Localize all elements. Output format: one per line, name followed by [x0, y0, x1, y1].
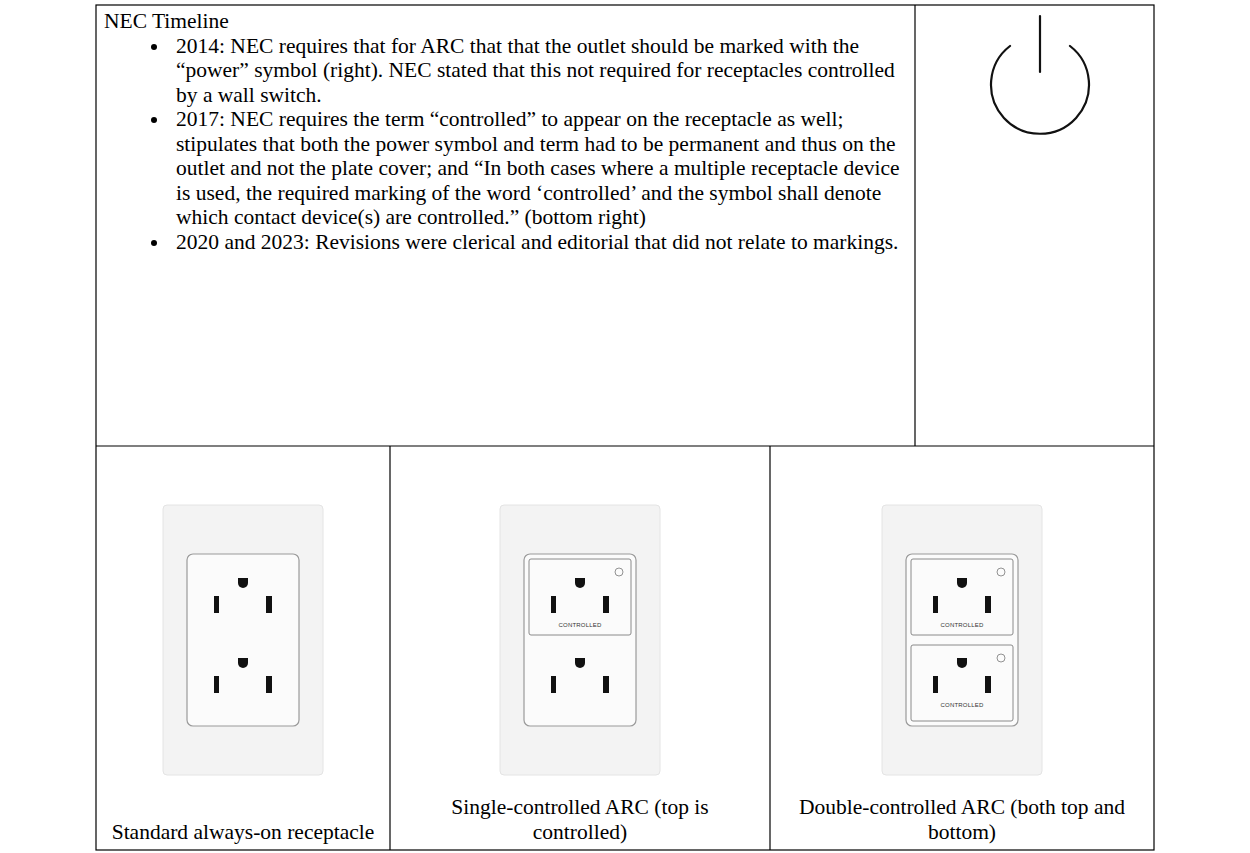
timeline-cell: NEC Timeline2014: NEC requires that for …	[96, 5, 915, 446]
receptacle-marking: CONTROLLED	[940, 702, 983, 708]
caption-cell: Double-controlled ARC (both top and bott…	[770, 446, 1154, 850]
standard-receptacle	[163, 505, 323, 775]
cell-heading: NEC Timeline	[104, 9, 905, 34]
caption-text: Standard always-on receptacle	[112, 820, 375, 845]
bullet-item: 2020 and 2023: Revisions were clerical a…	[170, 230, 905, 255]
bullet-item: 2014: NEC requires that for ARC that tha…	[170, 34, 905, 108]
receptacle-marking: CONTROLLED	[940, 622, 983, 628]
caption-text: Double-controlled ARC (both top and bott…	[784, 795, 1140, 844]
bullet-list: 2014: NEC requires that for ARC that tha…	[104, 34, 905, 255]
single-controlled-receptacle	[500, 505, 660, 775]
caption-text: Single-controlled ARC (top is controlled…	[404, 795, 756, 844]
caption-cell: Single-controlled ARC (top is controlled…	[390, 446, 770, 850]
bullet-text: 2014: NEC requires that for ARC that tha…	[176, 34, 895, 107]
bullet-text: 2017: NEC requires the term “controlled”…	[176, 107, 900, 229]
table-grid	[96, 5, 1154, 850]
receptacle-marking: CONTROLLED	[558, 622, 601, 628]
power-symbol	[991, 16, 1089, 134]
bullet-item: 2017: NEC requires the term “controlled”…	[170, 107, 905, 230]
caption-cell: Standard always-on receptacle	[96, 446, 390, 850]
double-controlled-receptacle	[882, 505, 1042, 775]
bullet-text: 2020 and 2023: Revisions were clerical a…	[176, 230, 898, 254]
